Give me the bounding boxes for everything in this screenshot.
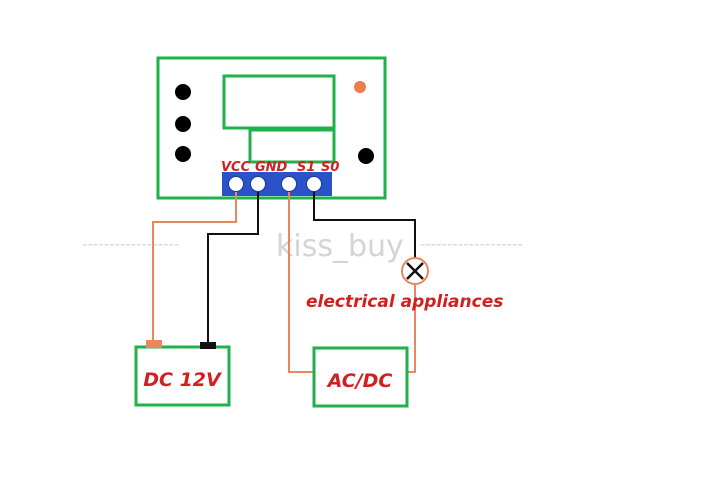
display-window [222,74,336,130]
black-dot-icon [175,146,191,162]
terminal-label-s0: S0 [321,160,339,175]
wire-gnd [207,192,259,344]
ac-dc-source-box [312,346,409,408]
black-dot-icon [175,116,191,132]
dc-supply-label: DC 12V [143,369,222,391]
button-area [248,128,336,164]
appliance-label: electrical appliances [306,292,503,312]
terminal-screw-vcc [228,176,244,192]
watermark-right-dashes: ------------------- [420,235,523,253]
terminal-screw-s1 [281,176,297,192]
watermark-left-dashes: ------------------ [82,235,179,253]
terminal-screw-s0 [306,176,322,192]
lamp-cross-line [406,262,424,280]
dc-positive-terminal [146,340,162,348]
terminal-label-s1: S1 [297,160,315,175]
dc-negative-terminal [200,342,216,349]
terminal-label-vcc: VCC [221,160,251,175]
black-dot-icon [175,84,191,100]
ac-dc-source-label: AC/DC [326,370,393,392]
status-led-icon [354,81,366,93]
black-dot-icon [358,148,374,164]
terminal-label-gnd: GND [255,160,288,175]
watermark-text: kiss_buy [276,229,404,264]
wire-s1 [288,192,314,373]
dc-supply-box [134,345,231,407]
terminal-screw-gnd [250,176,266,192]
wire-vcc [152,192,237,340]
wire-s0 [313,192,416,258]
wire-appliance-return [407,284,416,373]
